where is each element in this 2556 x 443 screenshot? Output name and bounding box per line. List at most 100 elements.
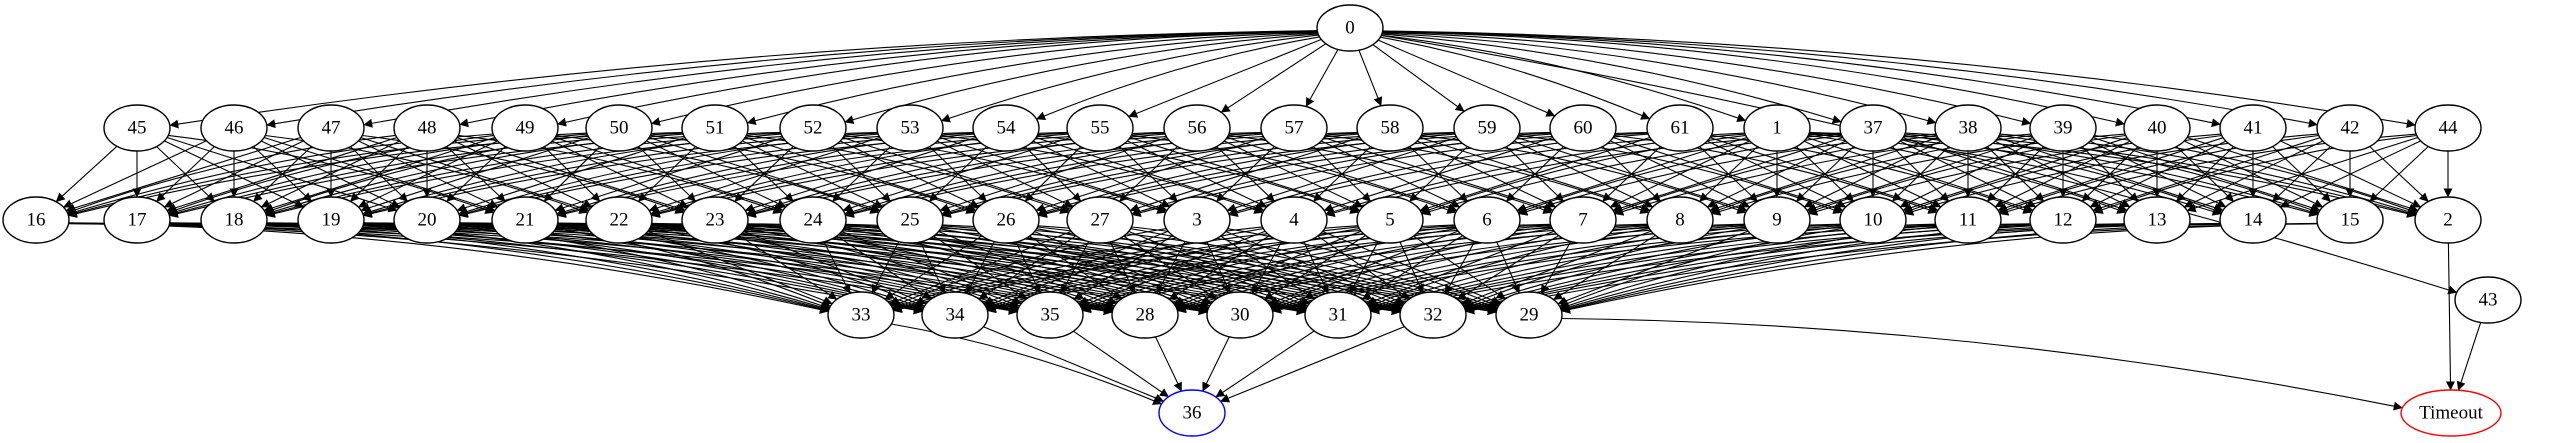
node-13-ellipse	[2123, 196, 2191, 244]
node-9: 9	[1743, 196, 1811, 244]
edge-60-to-4	[1323, 137, 1554, 213]
edge-46-to-16	[63, 140, 207, 208]
edge-3-to-34	[983, 230, 1169, 305]
edge-5-to-35	[1080, 228, 1360, 308]
edge-56-to-5	[1223, 140, 1364, 208]
node-40-label: 40	[2148, 118, 2167, 139]
node-60-ellipse	[1549, 104, 1617, 152]
node-52-ellipse	[779, 104, 847, 152]
node-52-label: 52	[804, 118, 823, 139]
edge-3-to-33	[891, 228, 1167, 308]
node-33-label: 33	[852, 305, 871, 326]
node-46-ellipse	[200, 104, 268, 152]
node-41: 41	[2219, 104, 2287, 152]
node-58: 58	[1356, 104, 1424, 152]
edge-21-to-33	[555, 228, 831, 308]
edge-16-to-33	[68, 223, 829, 314]
node-15-ellipse	[2316, 196, 2384, 244]
edge-13-to-31	[1370, 223, 2125, 314]
node-45-ellipse	[103, 104, 171, 152]
node-48: 48	[393, 104, 461, 152]
edge-1-to-6	[1516, 136, 1748, 213]
node-49: 49	[491, 104, 559, 152]
node-55-label: 55	[1091, 118, 1110, 139]
node-2: 2	[2414, 196, 2482, 244]
node-32: 32	[1399, 291, 1467, 339]
node-44-ellipse	[2414, 104, 2482, 152]
edge-53-to-27	[936, 140, 1074, 208]
edge-2-to-Timeout	[2445, 242, 2455, 391]
node-39-label: 39	[2054, 118, 2073, 139]
node-44-label: 44	[2439, 118, 2459, 139]
node-40: 40	[2123, 104, 2191, 152]
edge-23-to-33	[738, 235, 838, 300]
node-57: 57	[1260, 104, 1328, 152]
edge-38-to-9	[1803, 140, 1942, 208]
node-58-ellipse	[1356, 104, 1424, 152]
node-Timeout-ellipse	[2400, 389, 2502, 437]
edge-40-to-10	[1902, 137, 2128, 212]
node-51-label: 51	[706, 118, 725, 139]
edge-16-to-34	[68, 222, 923, 315]
node-37: 37	[1839, 104, 1907, 152]
node-34: 34	[921, 291, 989, 339]
edge-8-to-32	[1461, 230, 1652, 306]
node-33: 33	[827, 291, 895, 339]
node-Timeout: Timeout	[2400, 389, 2502, 437]
node-7-label: 7	[1578, 210, 1588, 231]
node-20-ellipse	[393, 196, 461, 244]
node-56: 56	[1163, 104, 1231, 152]
edge-1-to-2	[1809, 131, 2417, 218]
edge-14-to-31	[1370, 222, 2221, 315]
node-14: 14	[2219, 196, 2287, 244]
edge-22-to-33	[647, 230, 833, 305]
edge-0-to-41	[1382, 31, 2221, 128]
node-6-ellipse	[1453, 196, 1521, 244]
edge-0-to-51	[746, 32, 1318, 126]
edge-34-to-36	[983, 326, 1165, 403]
node-16: 16	[2, 196, 70, 244]
node-30-ellipse	[1206, 291, 1274, 339]
node-37-label: 37	[1864, 118, 1883, 139]
node-50: 50	[585, 104, 653, 152]
node-61-label: 61	[1671, 118, 1690, 139]
node-39: 39	[2029, 104, 2097, 152]
node-1: 1	[1743, 104, 1811, 152]
node-30: 30	[1206, 291, 1274, 339]
node-38-ellipse	[1934, 104, 2002, 152]
node-58-label: 58	[1381, 118, 1400, 139]
node-4-ellipse	[1260, 196, 1328, 244]
edge-48-to-17	[166, 136, 398, 213]
node-28-ellipse	[1111, 291, 1179, 339]
node-61: 61	[1646, 104, 1714, 152]
edge-0-to-44	[1382, 30, 2416, 129]
edge-0-to-52	[844, 33, 1319, 124]
node-29: 29	[1495, 291, 1563, 339]
node-32-label: 32	[1424, 305, 1443, 326]
edge-12-to-30	[1272, 223, 2031, 314]
node-9-label: 9	[1772, 210, 1782, 231]
node-42-ellipse	[2316, 104, 2384, 152]
node-42-label: 42	[2341, 118, 2360, 139]
node-27-label: 27	[1091, 210, 1110, 231]
edge-32-to-36	[1220, 326, 1405, 403]
node-40-ellipse	[2123, 104, 2191, 152]
node-4-label: 4	[1289, 210, 1299, 231]
node-8-label: 8	[1675, 210, 1685, 231]
edge-44-to-13	[2186, 136, 2419, 213]
edge-55-to-4	[1127, 140, 1268, 208]
edge-47-to-16	[65, 136, 302, 213]
node-57-ellipse	[1260, 104, 1328, 152]
node-37-ellipse	[1839, 104, 1907, 152]
node-55: 55	[1066, 104, 1134, 152]
edge-24-to-33	[823, 241, 851, 294]
edge-0-to-48	[459, 30, 1318, 128]
node-53: 53	[876, 104, 944, 152]
node-51-ellipse	[681, 104, 749, 152]
node-Timeout-label: Timeout	[2419, 403, 2483, 424]
node-26-label: 26	[997, 210, 1016, 231]
node-6: 6	[1453, 196, 1521, 244]
edge-37-to-7	[1612, 136, 1844, 213]
node-12-label: 12	[2054, 210, 2073, 231]
node-50-label: 50	[610, 118, 629, 139]
